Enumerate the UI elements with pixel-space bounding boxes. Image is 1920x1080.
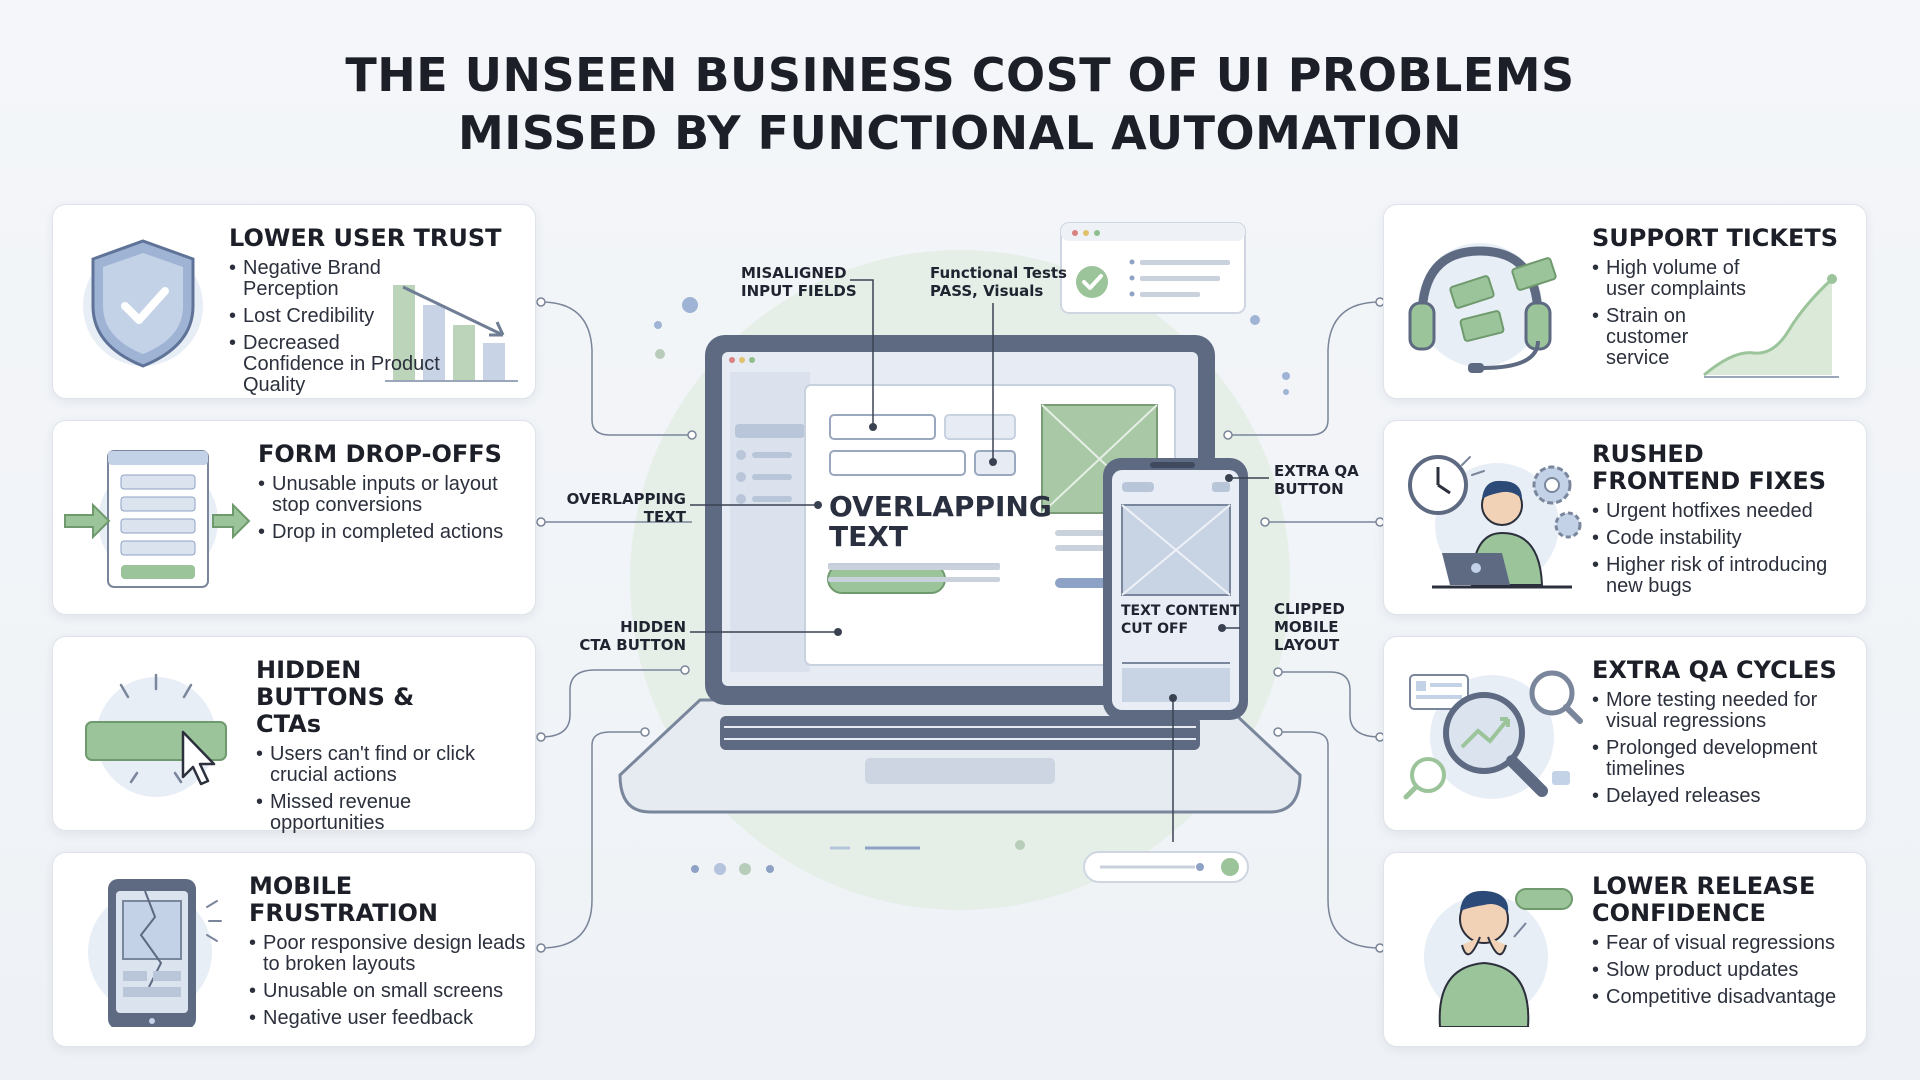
card-extra-qa: EXTRA QA CYCLES More testing needed for … xyxy=(1383,636,1867,831)
card-bullet: Unusable inputs or layout stop conversio… xyxy=(258,474,512,516)
deco-dot xyxy=(1283,389,1289,395)
deco-dot xyxy=(766,865,774,873)
magnifier-chart-icon xyxy=(1403,670,1583,800)
card-bullet: Prolonged development timelines xyxy=(1592,738,1836,780)
card-title: SUPPORT TICKETS xyxy=(1592,224,1839,252)
rising-chart-icon xyxy=(1703,274,1839,378)
card-title: LOWER USER TRUST xyxy=(229,224,502,252)
card-bullet: Code instability xyxy=(1592,528,1862,550)
card-release-confidence: LOWER RELEASE CONFIDENCE Fear of visual … xyxy=(1383,852,1867,1047)
card-bullet: Decreased Confidence in Product Quality xyxy=(229,333,443,396)
card-connectors xyxy=(540,301,1381,949)
worried-person-icon xyxy=(1424,888,1573,1027)
card-form-drop-offs: FORM DROP-OFFS Unusable inputs or layout… xyxy=(52,420,536,615)
deco-dot xyxy=(682,297,698,313)
deco-dot xyxy=(1250,315,1260,325)
callout-hidden-cta: HIDDEN CTA BUTTON xyxy=(579,618,686,654)
card-title: EXTRA QA CYCLES xyxy=(1592,656,1837,684)
card-bullet: High volume of user complaints xyxy=(1592,258,1756,300)
title-line-1: THE UNSEEN BUSINESS COST OF UI PROBLEMS xyxy=(345,48,1575,102)
check-icon xyxy=(1076,266,1108,298)
misaligned-field-1 xyxy=(829,414,936,440)
card-bullet: Unusable on small screens xyxy=(249,981,529,1003)
card-title: HIDDEN BUTTONS & CTAs xyxy=(256,656,415,738)
deco-dot xyxy=(691,865,699,873)
developer-clock-icon xyxy=(1408,455,1582,589)
headset-tickets-icon xyxy=(1408,243,1557,373)
cursor-button-icon xyxy=(85,673,227,797)
card-rushed-fixes: RUSHED FRONTEND FIXES Urgent hotfixes ne… xyxy=(1383,420,1867,615)
card-bullet: Negative Brand Perception xyxy=(229,258,383,300)
card-title: MOBILE FRUSTRATION xyxy=(249,872,438,927)
form-arrows-icon xyxy=(64,450,251,588)
card-bullet: Negative user feedback xyxy=(249,1008,529,1030)
screen-sidebar xyxy=(730,372,810,672)
card-bullet: More testing needed for visual regressio… xyxy=(1592,690,1836,732)
description-lines xyxy=(828,565,1000,582)
card-bullet: Strain on customer service xyxy=(1592,306,1716,369)
card-support-tickets: SUPPORT TICKETS High volume of user comp… xyxy=(1383,204,1867,399)
shield-check-icon xyxy=(83,239,203,368)
card-bullet: Urgent hotfixes needed xyxy=(1592,501,1862,523)
deco-dot xyxy=(739,863,751,875)
card-bullet: Lost Credibility xyxy=(229,306,529,328)
deco-dot xyxy=(655,349,665,359)
card-bullet: Missed revenue opportunities xyxy=(256,792,460,834)
deco-dot xyxy=(654,321,662,329)
card-bullet: Competitive disadvantage xyxy=(1592,987,1862,1009)
title-line-2: MISSED BY FUNCTIONAL AUTOMATION xyxy=(457,106,1463,160)
connector-endpoints xyxy=(536,297,1385,953)
card-bullet: Fear of visual regressions xyxy=(1592,933,1862,955)
card-bullet: Drop in completed actions xyxy=(258,522,528,544)
callout-clipped: CLIPPED MOBILE LAYOUT xyxy=(1274,600,1345,654)
keyboard-rows xyxy=(724,726,1196,740)
callout-overlapping: OVERLAPPING TEXT xyxy=(566,490,686,526)
card-title: RUSHED FRONTEND FIXES xyxy=(1592,440,1826,495)
callout-extra-qa: EXTRA QA BUTTON xyxy=(1274,462,1359,498)
deco-dot xyxy=(1015,840,1025,850)
laptop-keyboard xyxy=(720,716,1200,750)
overlapping-text-heading: OVERLAPPING TEXT xyxy=(829,490,1052,553)
misaligned-field-2 xyxy=(829,450,966,476)
deco-dot xyxy=(1282,372,1290,380)
card-hidden-buttons: HIDDEN BUTTONS & CTAs Users can't find o… xyxy=(52,636,536,834)
deco-dot xyxy=(714,863,726,875)
card-mobile-frustration: MOBILE FRUSTRATION Poor responsive desig… xyxy=(52,852,536,1047)
card-bullet: Slow product updates xyxy=(1592,960,1862,982)
laptop-touchpad xyxy=(865,758,1055,784)
page-title: THE UNSEEN BUSINESS COST OF UI PROBLEMS … xyxy=(0,46,1920,162)
card-title: FORM DROP-OFFS xyxy=(258,440,502,468)
callout-misaligned: MISALIGNED INPUT FIELDS xyxy=(741,264,857,300)
broken-phone-icon xyxy=(88,879,222,1027)
callout-functional-tests: Functional Tests PASS, Visuals xyxy=(930,264,1067,300)
card-bullet: Poor responsive design leads to broken l… xyxy=(249,933,538,975)
card-bullet: Delayed releases xyxy=(1592,786,1862,808)
card-title: LOWER RELEASE CONFIDENCE xyxy=(1592,872,1816,927)
callout-text-cut-off: TEXT CONTENT CUT OFF xyxy=(1121,603,1240,637)
card-lower-user-trust: LOWER USER TRUST Negative Brand Percepti… xyxy=(52,204,536,399)
card-bullet: Higher risk of introducing new bugs xyxy=(1592,555,1856,597)
callout-markers xyxy=(814,423,1233,702)
card-bullet: Users can't find or click crucial action… xyxy=(256,744,510,786)
callout-lines xyxy=(690,279,1269,842)
